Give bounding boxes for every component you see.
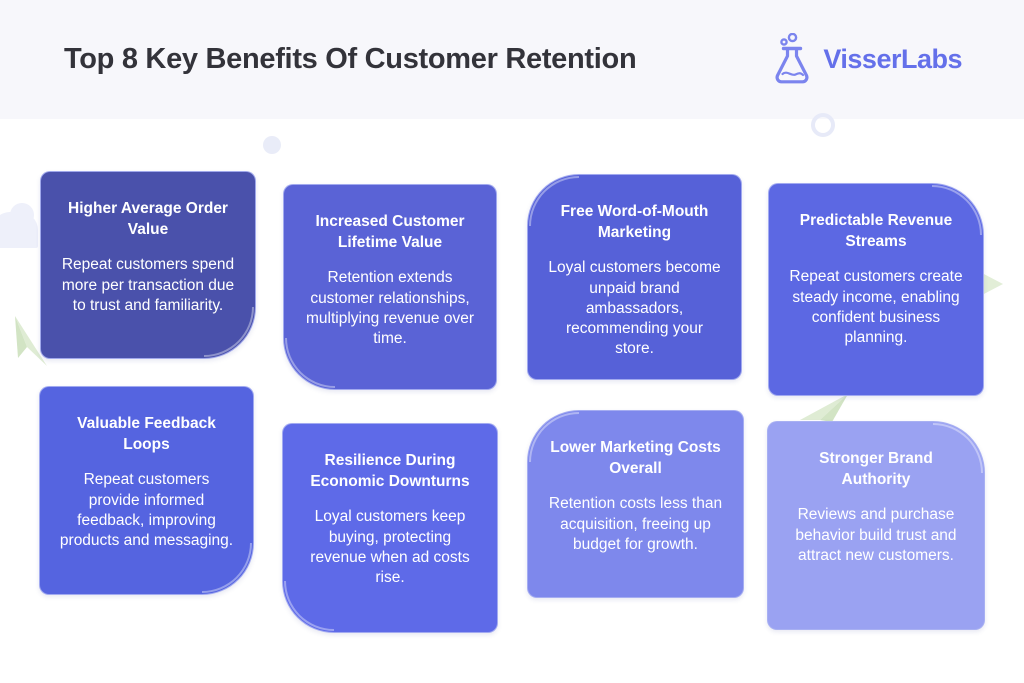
page-title: Top 8 Key Benefits Of Customer Retention bbox=[64, 43, 637, 75]
benefit-card-free-word-of-mouth-marketing: Free Word-of-Mouth Marketing Loyal custo… bbox=[527, 174, 742, 380]
cloud-icon bbox=[0, 203, 38, 248]
card-body: Retention extends customer relationships… bbox=[305, 269, 474, 348]
card-body: Repeat customers create steady income, e… bbox=[789, 268, 963, 347]
benefit-card-increased-customer-lifetime-value: Increased Customer Lifetime Value Retent… bbox=[283, 184, 497, 390]
benefit-card-stronger-brand-authority: Stronger Brand Authority Reviews and pur… bbox=[767, 421, 985, 630]
paper-plane-icon bbox=[800, 394, 848, 422]
header: Top 8 Key Benefits Of Customer Retention… bbox=[0, 0, 1024, 119]
benefit-card-predictable-revenue-streams: Predictable Revenue Streams Repeat custo… bbox=[768, 183, 984, 396]
card-title: Lower Marketing Costs Overall bbox=[550, 439, 721, 477]
circle-dot-icon bbox=[263, 136, 281, 154]
card-title: Stronger Brand Authority bbox=[819, 450, 933, 488]
flask-icon bbox=[769, 32, 817, 87]
card-title: Resilience During Economic Downturns bbox=[310, 452, 470, 490]
card-body: Loyal customers keep buying, protecting … bbox=[310, 508, 470, 587]
card-body: Reviews and purchase behavior build trus… bbox=[795, 506, 957, 564]
benefit-card-valuable-feedback-loops: Valuable Feedback Loops Repeat customers… bbox=[39, 386, 254, 595]
paper-plane-icon bbox=[15, 316, 47, 366]
card-title: Increased Customer Lifetime Value bbox=[315, 213, 465, 251]
card-title: Higher Average Order Value bbox=[68, 200, 228, 238]
card-body: Loyal customers become unpaid brand amba… bbox=[548, 259, 721, 358]
card-body: Retention costs less than acquisition, f… bbox=[548, 495, 723, 553]
card-title: Free Word-of-Mouth Marketing bbox=[560, 203, 709, 241]
benefit-card-resilience-during-economic-downturns: Resilience During Economic Downturns Loy… bbox=[282, 423, 498, 633]
triangle-icon bbox=[980, 272, 1003, 296]
card-body: Repeat customers provide informed feedba… bbox=[59, 471, 234, 550]
benefit-card-lower-marketing-costs-overall: Lower Marketing Costs Overall Retention … bbox=[527, 410, 744, 598]
card-title: Valuable Feedback Loops bbox=[77, 415, 216, 453]
benefit-card-higher-average-order-value: Higher Average Order Value Repeat custom… bbox=[40, 171, 256, 359]
page-curl-decoration bbox=[284, 581, 334, 631]
brand-logo: VisserLabs bbox=[769, 32, 962, 87]
ring-icon bbox=[811, 113, 835, 137]
card-title: Predictable Revenue Streams bbox=[799, 212, 953, 250]
brand-name: VisserLabs bbox=[823, 44, 962, 74]
card-body: Repeat customers spend more per transact… bbox=[61, 256, 235, 314]
